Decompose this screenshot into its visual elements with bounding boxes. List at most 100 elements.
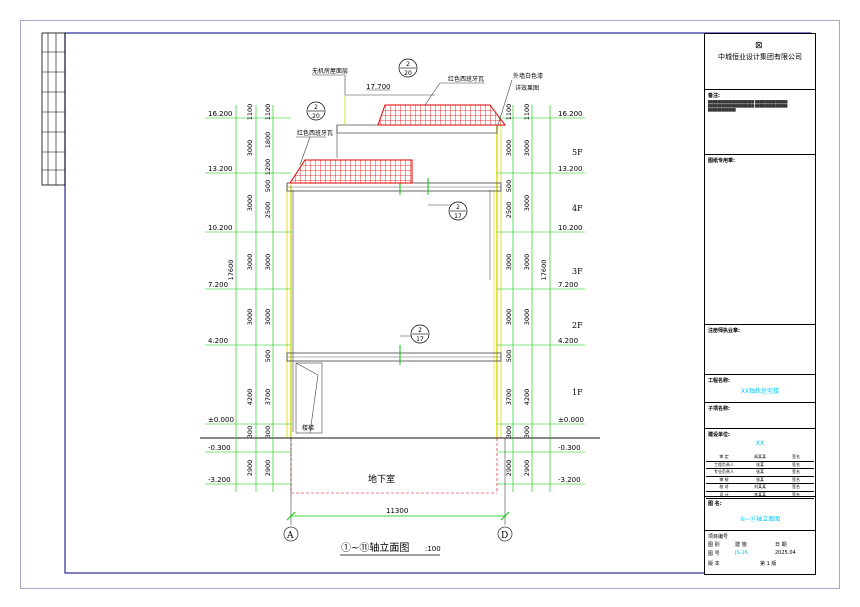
level-tag-right: -3.200	[558, 476, 581, 484]
dim-left-mid: 3000	[246, 195, 254, 212]
level-tag-right: 7.200	[558, 281, 578, 289]
note-red-tile-mid: 红色西班牙瓦	[297, 129, 333, 137]
dim-right-mid: 2900	[523, 460, 531, 477]
sign-cell: 周某某	[754, 454, 766, 459]
detail-ref-circle: 217	[410, 324, 430, 344]
dim-right-inner: 3000	[505, 309, 513, 326]
dim-left-inner: 2900	[264, 460, 272, 477]
num-label: 图 号	[708, 551, 720, 557]
dim-left-inner: 1800	[264, 132, 272, 149]
sign-row: 设 计 李某某 签名	[706, 491, 814, 499]
overall-width-dim: 11300	[386, 507, 408, 515]
dim-left-mid: 3000	[246, 140, 254, 157]
axis-markers	[283, 438, 513, 542]
revision-strip	[41, 32, 66, 186]
drawing-scale: :100	[425, 545, 441, 553]
floor-label: 2F	[572, 321, 583, 330]
title-block: ⊠ 中城恒业设计集团有限公司 备注: ████████████████████ …	[704, 33, 816, 575]
stair-label: 楼梯	[302, 424, 314, 432]
date-label: 日 期	[775, 542, 787, 548]
sign-cell: 审 核	[719, 476, 729, 482]
detail-ref-circle: 220	[306, 101, 326, 121]
cat-label: 图 别	[708, 542, 720, 548]
title-footer: 项目编号 图 别 建 施 日 期 图 号 JS-16 2025.04 版 本 第…	[705, 533, 815, 573]
dim-left-inner: 3000	[264, 309, 272, 326]
sign-cell: 审 定	[719, 454, 729, 459]
dim-right-inner: 2500	[505, 202, 513, 219]
project-value: XX独栋住宅楼	[740, 388, 780, 395]
registration-label: 注册师执业章:	[708, 328, 741, 334]
dim-right-mid: 3000	[523, 254, 531, 271]
sign-cell: 签名	[792, 461, 800, 467]
drawing-name-value: ①~⑪轴立面图	[739, 516, 781, 523]
note-leaders	[296, 74, 513, 337]
num-value: JS-16	[735, 550, 748, 556]
sign-cell: 签名	[792, 491, 800, 497]
building-outline	[200, 94, 600, 494]
sign-cell: 张某	[756, 461, 764, 467]
level-tag-left: 13.200	[208, 165, 233, 173]
unit-label: 建设单位:	[708, 432, 730, 438]
sign-row: 专业负责人张某签名	[706, 469, 814, 477]
drawing-name-label: 图 名:	[708, 501, 722, 507]
seal-label: 图纸专用章:	[708, 158, 736, 164]
notes-text: ████████████████████ ██████████████ ████…	[708, 100, 788, 112]
dim-left-inner: 500	[264, 350, 272, 362]
sign-table: 审 定周某某签名工程负责人张某签名专业负责人张某签名审 核张某签名校 对刘某某签…	[706, 454, 814, 499]
level-tag-left: 4.200	[208, 337, 228, 345]
sign-cell: 校 对	[719, 484, 729, 489]
floor-label: 5F	[572, 148, 583, 157]
note-wall-paint: 外墙白色漆	[513, 72, 543, 80]
upper-tile-roof	[377, 104, 506, 126]
level-tag-left: -3.200	[208, 476, 231, 484]
date-value: 2025.04	[775, 550, 796, 556]
sign-row: 工程负责人 张某 签名	[706, 461, 814, 469]
level-tag-right: 13.200	[558, 165, 583, 173]
dim-left-mid: 300	[246, 426, 254, 438]
dim-left-inner: 2500	[264, 202, 272, 219]
dim-right-inner: 3000	[505, 140, 513, 157]
sign-cell: 张某	[756, 476, 764, 482]
note-wall-paint-detail: 详效果图	[515, 84, 539, 92]
detail-ref-top: 2	[406, 61, 410, 68]
detail-ref-top: 2	[314, 104, 318, 111]
dim-right-inner: 500	[505, 350, 513, 362]
dim-left-mid: 1100	[246, 104, 254, 121]
roof-elevation: 17.700	[366, 83, 391, 91]
sign-row: 校 对刘某某签名	[706, 484, 814, 492]
dim-left-inner: 300	[264, 426, 272, 438]
axis-label-left: A	[286, 531, 294, 541]
sign-row: 审 定 周某某 签名	[706, 454, 814, 462]
level-tag-right: ±0.000	[558, 416, 584, 424]
sign-cell: 李某某	[754, 491, 766, 497]
dim-right-inner: 1100	[505, 104, 513, 121]
sign-cell: 工程负责人	[714, 461, 734, 467]
level-tag-left: 7.200	[208, 281, 228, 289]
level-tag-left: -0.300	[208, 444, 231, 452]
detail-ref-circle: 220	[398, 58, 418, 78]
dim-left-inner: 1100	[264, 104, 272, 121]
sign-cell: 签名	[792, 454, 800, 459]
note-roof-machine: 无机房屋面层	[312, 67, 348, 75]
sign-cell: 设 计	[719, 491, 729, 497]
level-tag-right: 16.200	[558, 110, 583, 118]
level-tag-left: ±0.000	[208, 416, 234, 424]
dim-right-mid: 1100	[523, 104, 531, 121]
subitem-label: 子项名称:	[708, 406, 730, 412]
dim-right-inner: 300	[505, 426, 513, 438]
floor-label: 4F	[572, 204, 583, 213]
company-name: 中城恒业设计集团有限公司	[718, 53, 802, 61]
detail-ref-bottom: 20	[404, 70, 412, 77]
floor-label: 3F	[572, 267, 583, 276]
detail-ref-top: 2	[418, 327, 422, 334]
dim-right-inner: 2900	[505, 460, 513, 477]
dim-right-inner: 3700	[505, 389, 513, 406]
dim-right-outer: 17600	[540, 260, 548, 281]
dim-right-mid: 3000	[523, 140, 531, 157]
dim-left-inner: 3700	[264, 389, 272, 406]
dim-right-mid: 3000	[523, 195, 531, 212]
sign-cell: 签名	[792, 484, 800, 489]
axis-label-right: D	[501, 531, 508, 541]
unit-value: XX	[755, 440, 765, 447]
